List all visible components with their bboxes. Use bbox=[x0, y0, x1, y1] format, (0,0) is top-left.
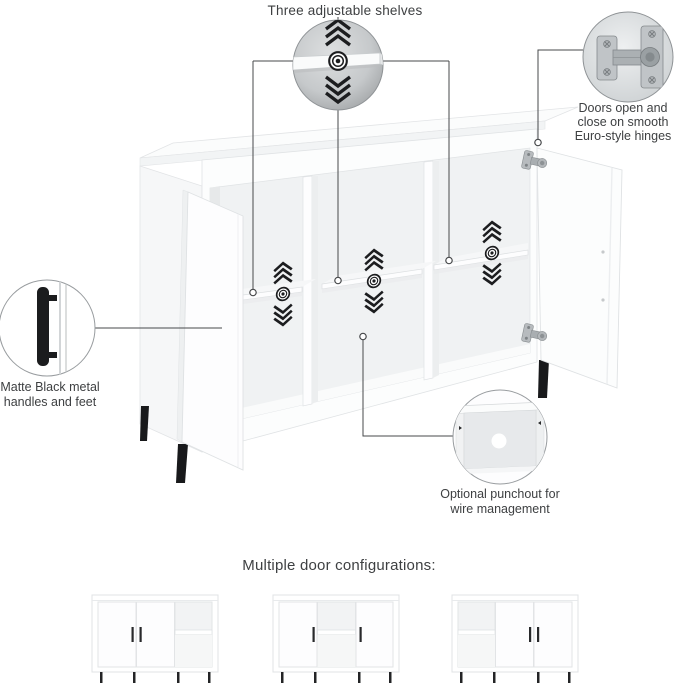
handles-callout-line: Matte Black metal bbox=[0, 380, 100, 394]
leader-line-hinges bbox=[537, 49, 583, 139]
cabinet-leg-icon bbox=[176, 444, 188, 483]
wire-punchout-zoom-icon bbox=[455, 401, 545, 474]
divider bbox=[302, 175, 313, 407]
cabinet-leg-icon bbox=[538, 360, 549, 398]
leader-line-punchout bbox=[362, 340, 453, 437]
cabinet-leg-icon bbox=[460, 672, 571, 683]
black-handle-zoom-icon bbox=[37, 280, 67, 376]
door-configuration-variants bbox=[91, 594, 579, 683]
hinges-callout-line: Euro-style hinges bbox=[574, 129, 672, 143]
shelf-pin-icon bbox=[328, 51, 348, 71]
cabinet-leg-icon bbox=[281, 672, 392, 683]
door-handle-icon bbox=[529, 627, 540, 642]
door-handle-icon bbox=[312, 627, 362, 642]
handles-callout bbox=[0, 279, 96, 377]
door-configurations-title: Multiple door configurations: bbox=[242, 557, 436, 574]
cabinet-leg-icon bbox=[140, 406, 149, 441]
punchout-callout-label: Optional punchout for wire management bbox=[410, 487, 590, 517]
left-door bbox=[176, 189, 244, 471]
hinges-callout-line: close on smooth bbox=[577, 115, 669, 129]
cabinet-top bbox=[139, 106, 579, 167]
cabinet-interior bbox=[209, 147, 531, 427]
right-door bbox=[520, 147, 623, 389]
divider bbox=[423, 160, 434, 381]
punchout-callout-line: Optional punchout for bbox=[440, 487, 560, 501]
cabinet-legs bbox=[140, 360, 549, 483]
euro-hinge-zoom-icon bbox=[596, 25, 664, 89]
punchout-callout-line: wire management bbox=[450, 502, 550, 516]
door-config-variant-1 bbox=[91, 594, 219, 683]
door-config-variant-3 bbox=[451, 594, 579, 683]
handles-callout-label: Matte Black metal handles and feet bbox=[0, 380, 120, 410]
cabinet-leg-icon bbox=[100, 672, 211, 683]
chevron-down-icon bbox=[325, 75, 351, 105]
hinges-callout-label: Doors open and close on smooth Euro-styl… bbox=[540, 101, 679, 143]
shelves-callout bbox=[292, 19, 384, 111]
hinges-callout bbox=[582, 11, 674, 103]
chevron-up-icon bbox=[325, 20, 351, 47]
shelves-callout-label: Three adjustable shelves bbox=[267, 3, 423, 18]
leader-endpoints bbox=[249, 138, 542, 341]
door-config-variant-2 bbox=[272, 594, 400, 683]
cabinet bbox=[139, 106, 623, 483]
door-handle-icon bbox=[131, 627, 142, 642]
punchout-callout bbox=[452, 389, 548, 485]
handles-callout-line: handles and feet bbox=[3, 395, 97, 409]
hinges-callout-line: Doors open and bbox=[578, 101, 668, 115]
door-handle-icon bbox=[37, 287, 57, 366]
